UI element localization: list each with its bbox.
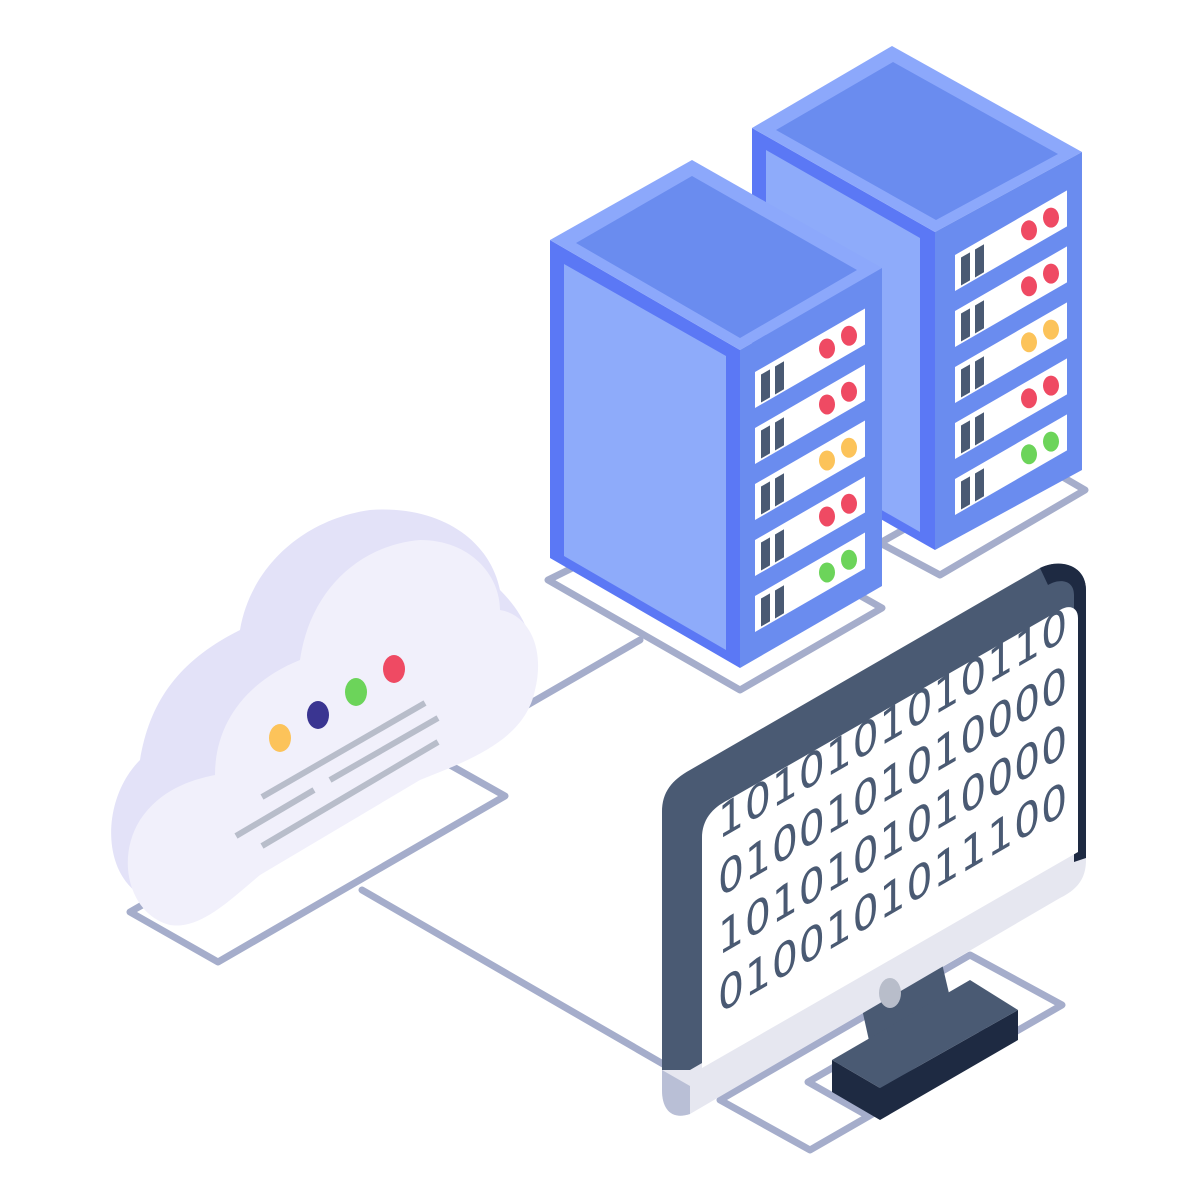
server-slot <box>955 358 1067 459</box>
drive-bay-icon <box>961 476 970 510</box>
drive-bay-icon <box>761 369 770 403</box>
server-left-slots <box>755 308 865 632</box>
status-led-icon <box>819 506 835 527</box>
monitor-screen <box>702 607 1078 1068</box>
monitor-logo-icon <box>879 978 901 1008</box>
status-led-icon <box>841 381 857 402</box>
drive-bay-icon <box>775 529 784 563</box>
drive-bay-icon <box>961 252 970 286</box>
drive-bay-icon <box>761 481 770 515</box>
status-led-icon <box>1043 207 1059 228</box>
status-led-icon <box>1021 220 1037 241</box>
drive-bay-icon <box>761 425 770 459</box>
server-slot <box>755 532 865 632</box>
drive-bay-icon <box>775 417 784 451</box>
server-slot <box>755 364 865 464</box>
status-led-icon <box>1043 431 1059 452</box>
cloud-dot-icon <box>345 678 367 706</box>
server-right-slots <box>955 190 1067 515</box>
status-led-icon <box>841 325 857 346</box>
drive-bay-icon <box>775 585 784 619</box>
cloud-text-lines <box>234 700 440 849</box>
server-slot <box>955 246 1067 347</box>
server-slot <box>955 414 1067 515</box>
drive-bay-icon <box>975 468 984 502</box>
status-led-icon <box>1043 375 1059 396</box>
status-led-icon <box>841 549 857 570</box>
status-led-icon <box>841 493 857 514</box>
server-slot <box>955 190 1067 291</box>
drive-bay-icon <box>761 537 770 571</box>
server-slot <box>755 308 865 408</box>
drive-bay-icon <box>961 420 970 454</box>
drive-bay-icon <box>961 364 970 398</box>
drive-bay-icon <box>975 356 984 390</box>
status-led-icon <box>819 562 835 583</box>
drive-bay-icon <box>775 473 784 507</box>
cloud-status-dots <box>269 655 405 752</box>
status-led-icon <box>819 338 835 359</box>
status-led-icon <box>819 394 835 415</box>
server-slot <box>955 302 1067 403</box>
cloud-dot-icon <box>307 701 329 729</box>
status-led-icon <box>1021 444 1037 465</box>
status-led-icon <box>1021 388 1037 409</box>
status-led-icon <box>841 437 857 458</box>
cloud <box>111 509 539 926</box>
drive-bay-icon <box>975 412 984 446</box>
drive-bay-icon <box>975 244 984 278</box>
drive-bay-icon <box>961 308 970 342</box>
drive-bay-icon <box>761 593 770 627</box>
status-led-icon <box>1043 319 1059 340</box>
cloud-dot-icon <box>269 724 291 752</box>
status-led-icon <box>1021 276 1037 297</box>
server-slot <box>755 476 865 576</box>
cloud-dot-icon <box>383 655 405 683</box>
drive-bay-icon <box>975 300 984 334</box>
cloud-front <box>127 540 539 926</box>
status-led-icon <box>1043 263 1059 284</box>
server-slot <box>755 420 865 520</box>
status-led-icon <box>1021 332 1037 353</box>
status-led-icon <box>819 450 835 471</box>
monitor-stand-base <box>832 1010 1018 1120</box>
cloud-monitor-link <box>358 886 674 1072</box>
server-left <box>550 160 882 668</box>
drive-bay-icon <box>775 361 784 395</box>
